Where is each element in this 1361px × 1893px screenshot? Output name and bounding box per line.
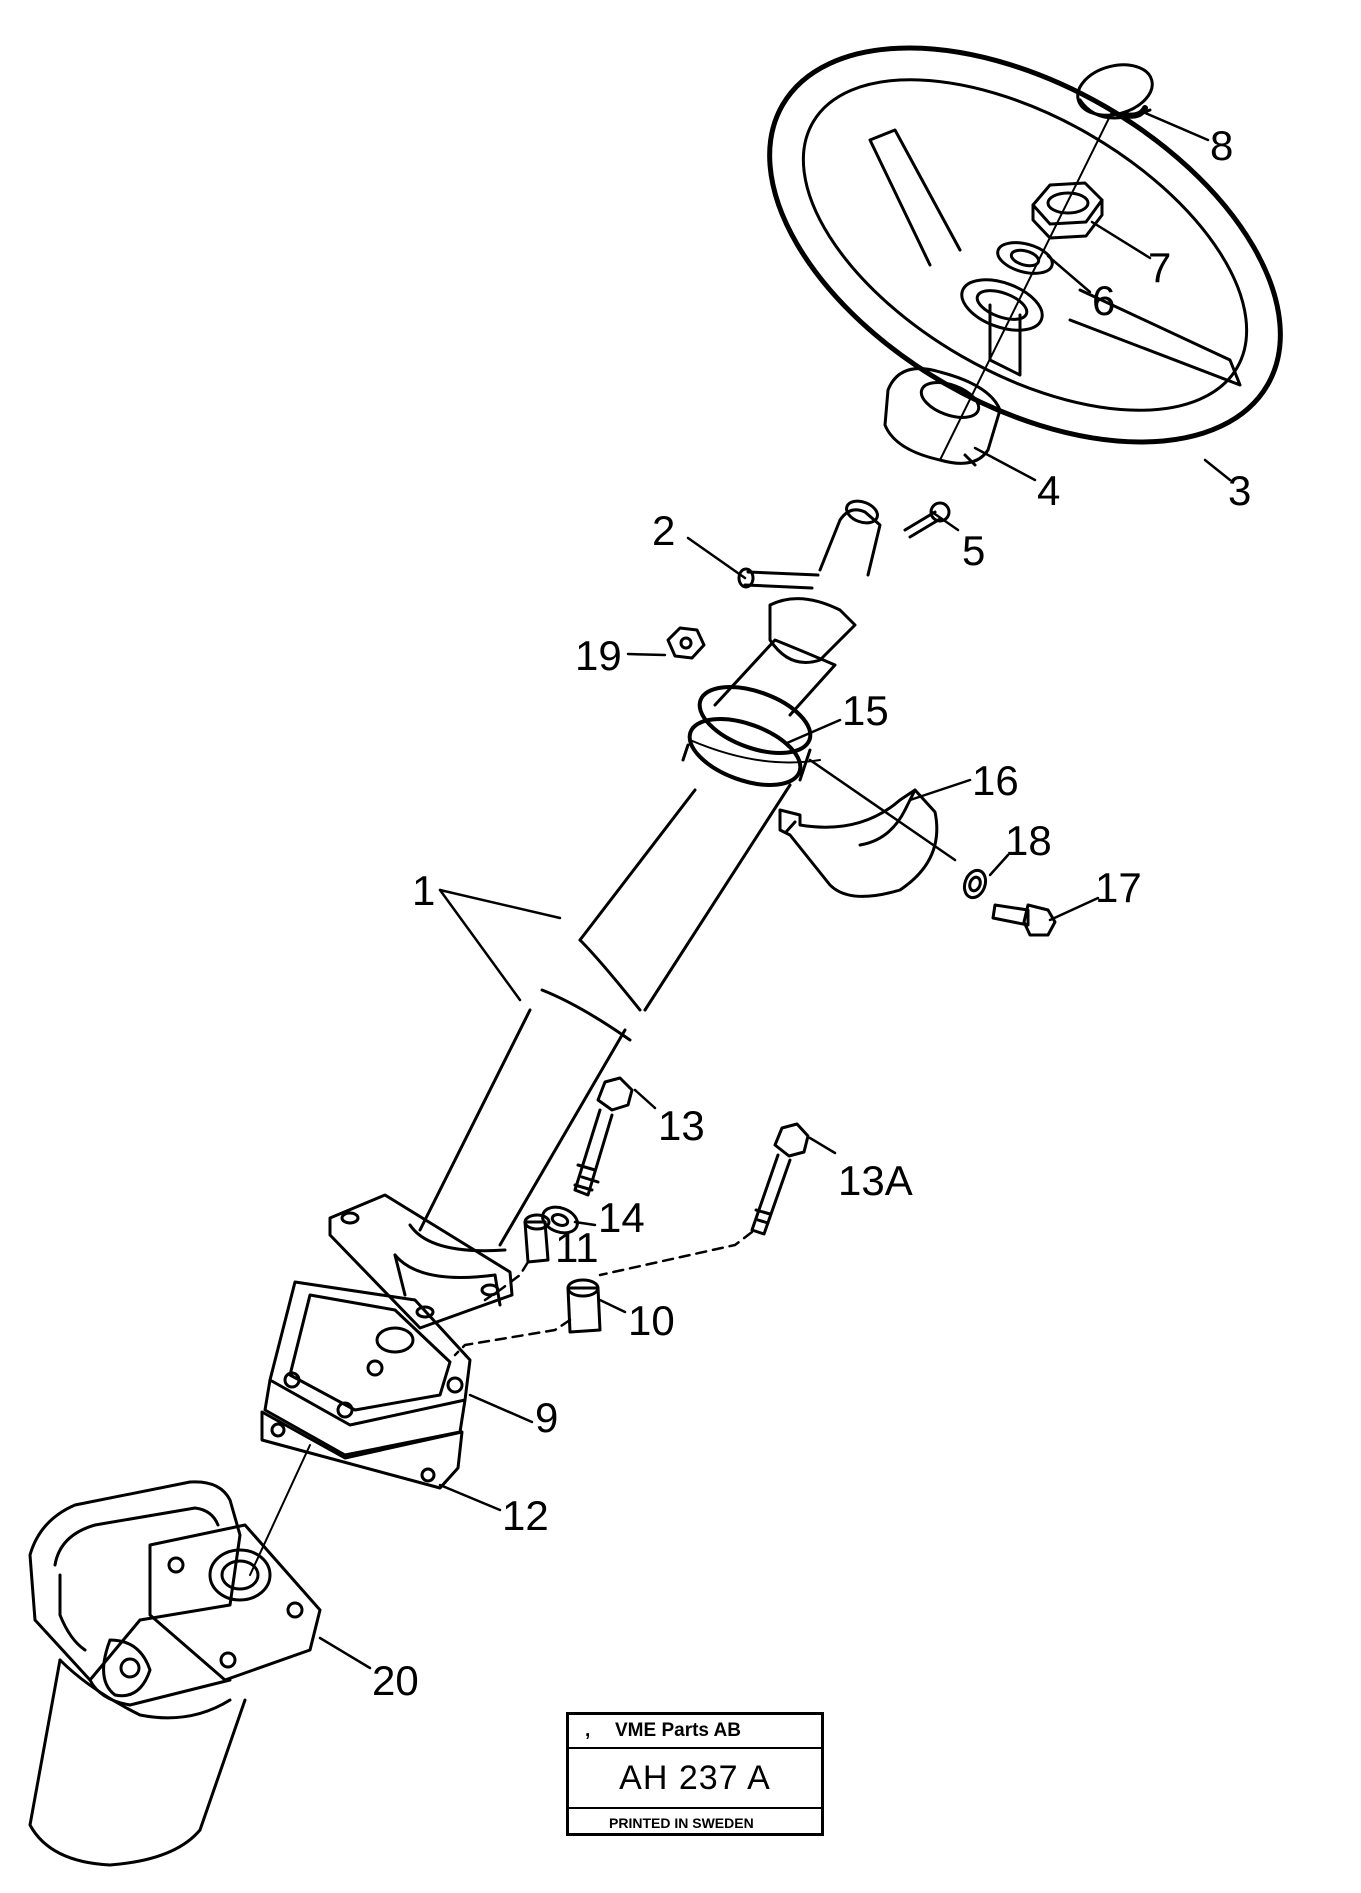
steering-valve-20	[28, 1480, 322, 1867]
wheel-hub	[960, 278, 1044, 332]
callout-8: 8	[1210, 122, 1233, 169]
bracket-16	[778, 788, 939, 898]
printed-note: PRINTED IN SWEDEN	[609, 1815, 754, 1831]
pin-2	[737, 567, 820, 590]
drawing-number: AH 237 A	[569, 1749, 821, 1809]
callout-7: 7	[1148, 244, 1171, 291]
callout-11: 11	[555, 1224, 599, 1271]
callout-13: 13	[658, 1102, 705, 1149]
bolt-17	[991, 903, 1057, 937]
callout-labels: 8 7 6 3 4 5 2 19 15 16 18 17 1 13 13A 14…	[372, 122, 1251, 1704]
spacer-10	[566, 1278, 602, 1334]
center-cap	[1076, 63, 1154, 120]
callout-1: 1	[412, 867, 435, 914]
callout-16: 16	[972, 757, 1019, 804]
title-block-company-row: , VME Parts AB	[569, 1715, 821, 1749]
column-base-flange	[328, 1193, 514, 1330]
spacer-11	[523, 1213, 551, 1264]
bolt-13a	[750, 1122, 810, 1236]
callout-20: 20	[372, 1657, 419, 1704]
callout-18: 18	[1005, 817, 1052, 864]
nut-19	[666, 626, 706, 660]
callout-4: 4	[1037, 467, 1060, 514]
callout-19: 19	[575, 632, 622, 679]
steering-wheel	[767, 45, 1283, 445]
callout-5: 5	[962, 527, 985, 574]
washer-18	[962, 868, 988, 900]
assembly-axis-lower	[249, 1444, 311, 1576]
callout-14: 14	[598, 1194, 645, 1241]
callout-6: 6	[1092, 277, 1115, 324]
leader-lines	[318, 110, 1232, 1670]
callout-3: 3	[1228, 467, 1251, 514]
callout-9: 9	[535, 1394, 558, 1441]
bolt-13	[573, 1076, 634, 1197]
callout-15: 15	[842, 687, 889, 734]
title-block-tick: ,	[585, 1720, 591, 1741]
wheel-nut	[1031, 181, 1104, 240]
company-name: VME Parts AB	[615, 1720, 741, 1741]
title-block: , VME Parts AB AH 237 A PRINTED IN SWEDE…	[566, 1712, 824, 1836]
callout-13a: 13A	[838, 1157, 913, 1204]
assembly-axis-upper	[939, 109, 1114, 461]
callout-10: 10	[628, 1297, 675, 1344]
hub-adapter	[883, 367, 1002, 467]
housing-9	[263, 1280, 472, 1457]
callout-2: 2	[652, 507, 675, 554]
steering-column	[393, 499, 882, 1307]
washer-14	[541, 1205, 579, 1235]
gasket-12	[260, 1410, 464, 1490]
callout-12: 12	[502, 1492, 549, 1539]
rubber-ring-15	[689, 739, 821, 764]
callout-17: 17	[1095, 864, 1142, 911]
